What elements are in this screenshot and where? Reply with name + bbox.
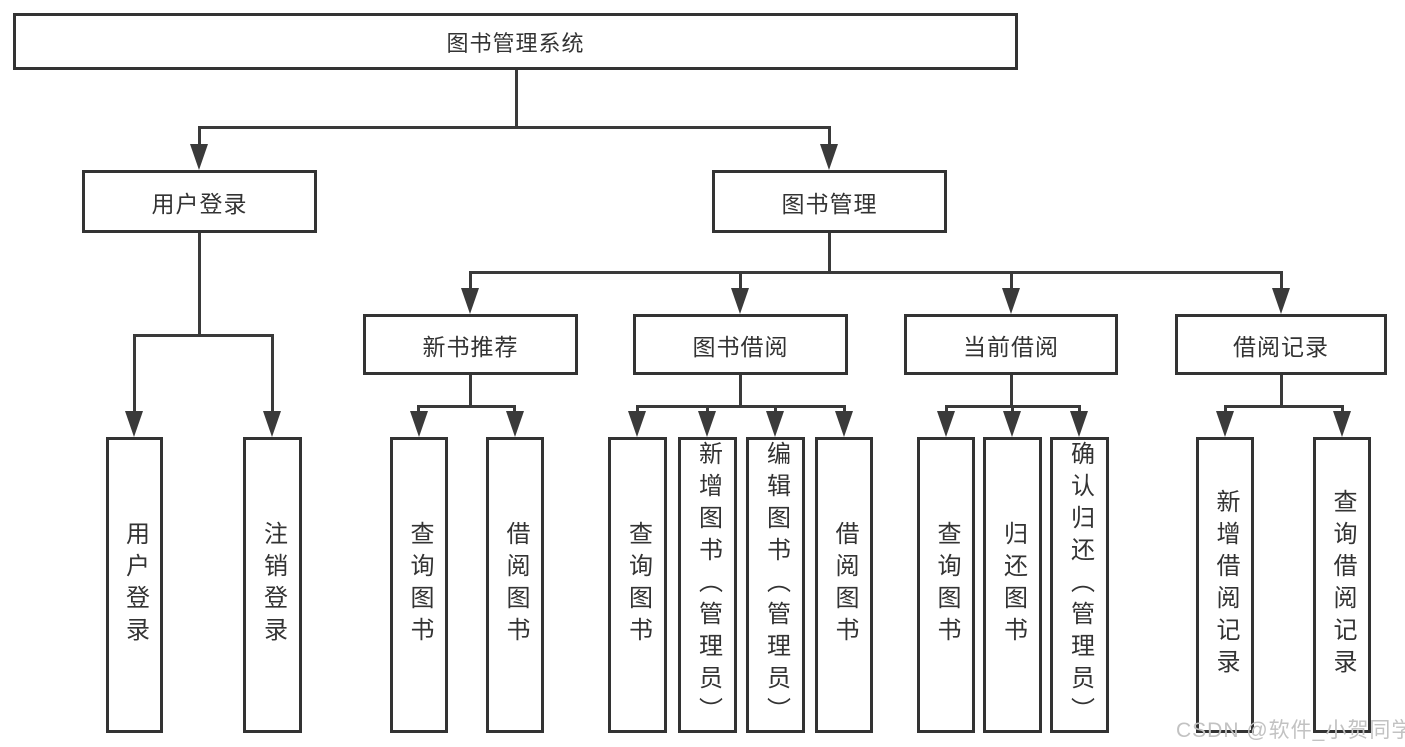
connector-new-books-rail <box>417 405 516 408</box>
arrowhead-d3 <box>1070 411 1088 437</box>
arrowhead-c1 <box>628 411 646 437</box>
connector-book-mgmt-stem <box>828 233 831 273</box>
connector-book-borrow-rail <box>636 405 846 408</box>
connector-borrow-records-rail <box>1224 405 1344 408</box>
connector-book-borrow-stem <box>739 375 742 408</box>
node-leaf-add-books-admin: 新增图书（管理员） <box>678 437 737 733</box>
arrowhead-c3 <box>766 411 784 437</box>
node-leaf-edit-books-admin: 编辑图书（管理员） <box>746 437 805 733</box>
arrowhead-book-borrow <box>731 288 749 314</box>
node-current-borrowing: 当前借阅 <box>904 314 1118 375</box>
node-leaf-confirm-return-admin: 确认归还（管理员） <box>1050 437 1109 733</box>
arrowhead-book-mgmt <box>820 144 838 170</box>
connector-user-login-rail <box>133 334 274 337</box>
connector-stem-borrow-records <box>1280 271 1283 288</box>
node-leaf-borrow-books: 借阅图书 <box>815 437 873 733</box>
connector-root-rail <box>198 126 831 129</box>
connector-book-mgmt-rail <box>469 271 1283 274</box>
arrowhead-c2 <box>698 411 716 437</box>
connector-stem-c2 <box>706 405 709 412</box>
connector-stem-c4 <box>843 405 846 412</box>
arrowhead-c4 <box>835 411 853 437</box>
connector-stem-user-login <box>198 126 201 148</box>
node-leaf-query-books: 查询图书 <box>917 437 975 733</box>
connector-stem-d3 <box>1078 405 1081 412</box>
node-book-management: 图书管理 <box>712 170 947 233</box>
arrowhead-user-login <box>190 144 208 170</box>
connector-new-books-stem <box>469 375 472 408</box>
arrowhead-d1 <box>937 411 955 437</box>
connector-stem-d2 <box>1011 405 1014 412</box>
connector-borrow-records-stem <box>1280 375 1283 408</box>
arrowhead-borrow-records <box>1272 288 1290 314</box>
connector-stem-c1 <box>636 405 639 412</box>
node-leaf-add-borrow-record: 新增借阅记录 <box>1196 437 1254 733</box>
connector-stem-d1 <box>945 405 948 412</box>
connector-stem-book-mgmt <box>828 126 831 148</box>
connector-current-borrow-stem <box>1010 375 1013 408</box>
node-borrowing-records: 借阅记录 <box>1175 314 1387 375</box>
node-library-management-system: 图书管理系统 <box>13 13 1018 70</box>
node-leaf-borrow-books: 借阅图书 <box>486 437 544 733</box>
connector-stem-leaf-logout <box>271 334 274 412</box>
connector-stem-leaf-login <box>133 334 136 412</box>
node-leaf-query-books: 查询图书 <box>608 437 667 733</box>
node-leaf-query-borrow-record: 查询借阅记录 <box>1313 437 1371 733</box>
node-new-book-recommendation: 新书推荐 <box>363 314 578 375</box>
connector-stem-e2 <box>1341 405 1344 412</box>
arrowhead-e2 <box>1333 411 1351 437</box>
arrowhead-leaf-logout <box>263 411 281 437</box>
connector-stem-current-borrow <box>1010 271 1013 288</box>
arrowhead-d2 <box>1003 411 1021 437</box>
node-leaf-query-books: 查询图书 <box>390 437 448 733</box>
arrowhead-current-borrow <box>1002 288 1020 314</box>
arrowhead-e1 <box>1216 411 1234 437</box>
connector-user-login-stem <box>198 233 201 337</box>
connector-stem-c3 <box>774 405 777 412</box>
arrowhead-b2 <box>506 411 524 437</box>
connector-stem-e1 <box>1224 405 1227 412</box>
arrowhead-leaf-login <box>125 411 143 437</box>
node-leaf-logout: 注销登录 <box>243 437 302 733</box>
node-leaf-user-login: 用户登录 <box>106 437 163 733</box>
node-book-borrowing: 图书借阅 <box>633 314 848 375</box>
node-leaf-return-books: 归还图书 <box>983 437 1042 733</box>
connector-stem-b1 <box>417 405 420 412</box>
arrowhead-b1 <box>410 411 428 437</box>
connector-root-stem <box>515 70 518 128</box>
connector-stem-new-books <box>469 271 472 288</box>
csdn-watermark: CSDN @软件_小贺同学 <box>1176 719 1405 742</box>
node-user-login: 用户登录 <box>82 170 317 233</box>
connector-stem-b2 <box>513 405 516 412</box>
arrowhead-new-books <box>461 288 479 314</box>
connector-stem-book-borrow <box>739 271 742 288</box>
